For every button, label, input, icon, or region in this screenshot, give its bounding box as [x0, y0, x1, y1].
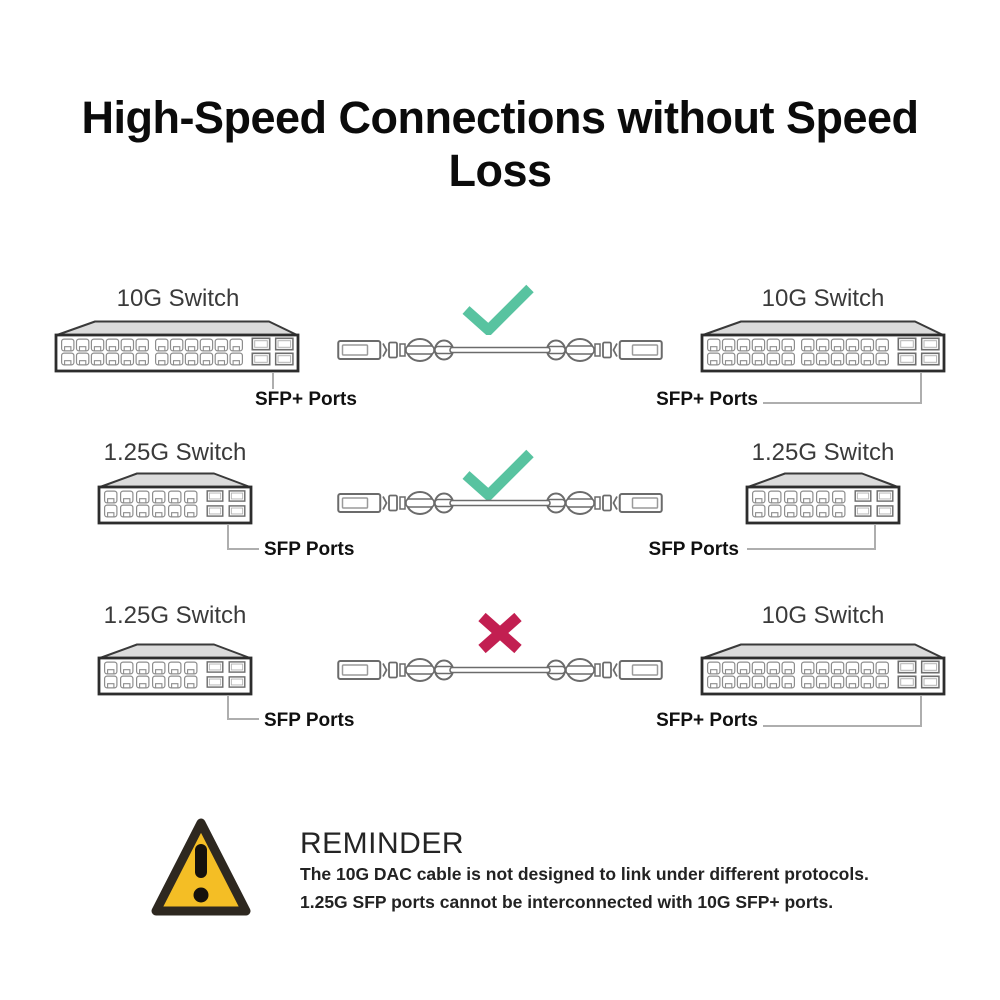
leader-line — [920, 373, 922, 404]
switch-label-row3-right: 10G Switch — [761, 602, 885, 629]
port-label-row3-left: SFP Ports — [264, 710, 355, 731]
switch-label-row1-right: 10G Switch — [761, 285, 885, 312]
reminder-line-2: 1.25G SFP ports cannot be interconnected… — [300, 892, 834, 912]
switch-1g25-graphic — [745, 471, 901, 525]
leader-line — [874, 524, 876, 550]
leader-line — [227, 695, 229, 720]
switch-label-row1-left: 10G Switch — [116, 285, 240, 312]
dac-cable-graphic — [337, 488, 663, 518]
leader-line — [920, 696, 922, 727]
leader-line — [227, 718, 259, 720]
leader-line — [763, 402, 922, 404]
leader-line — [227, 524, 229, 550]
switch-10g-graphic — [54, 319, 300, 373]
switch-10g-graphic — [700, 642, 946, 696]
reminder-line-1: The 10G DAC cable is not designed to lin… — [300, 864, 869, 884]
port-label-row2-left: SFP Ports — [264, 539, 355, 560]
switch-10g-graphic — [700, 319, 946, 373]
switch-label-row2-left: 1.25G Switch — [103, 439, 247, 466]
switch-1g25-graphic — [97, 471, 253, 525]
port-label-row3-right: SFP+ Ports — [656, 710, 758, 731]
warning-icon — [151, 814, 251, 920]
reminder-heading: REMINDER — [300, 827, 465, 860]
page-title: High-Speed Connections without Speed Los… — [81, 92, 920, 196]
port-label-row1-left: SFP+ Ports — [255, 389, 357, 410]
port-label-row2-right: SFP Ports — [648, 539, 739, 560]
dac-cable-graphic — [337, 655, 663, 685]
leader-line — [227, 548, 259, 550]
leader-line — [272, 373, 274, 389]
port-label-row1-right: SFP+ Ports — [656, 389, 758, 410]
switch-1g25-graphic — [97, 642, 253, 696]
dac-cable-graphic — [337, 335, 663, 365]
switch-label-row3-left: 1.25G Switch — [103, 602, 247, 629]
leader-line — [763, 725, 922, 727]
switch-label-row2-right: 1.25G Switch — [751, 439, 895, 466]
cross-icon — [474, 610, 526, 656]
check-icon — [459, 283, 537, 335]
leader-line — [747, 548, 876, 550]
